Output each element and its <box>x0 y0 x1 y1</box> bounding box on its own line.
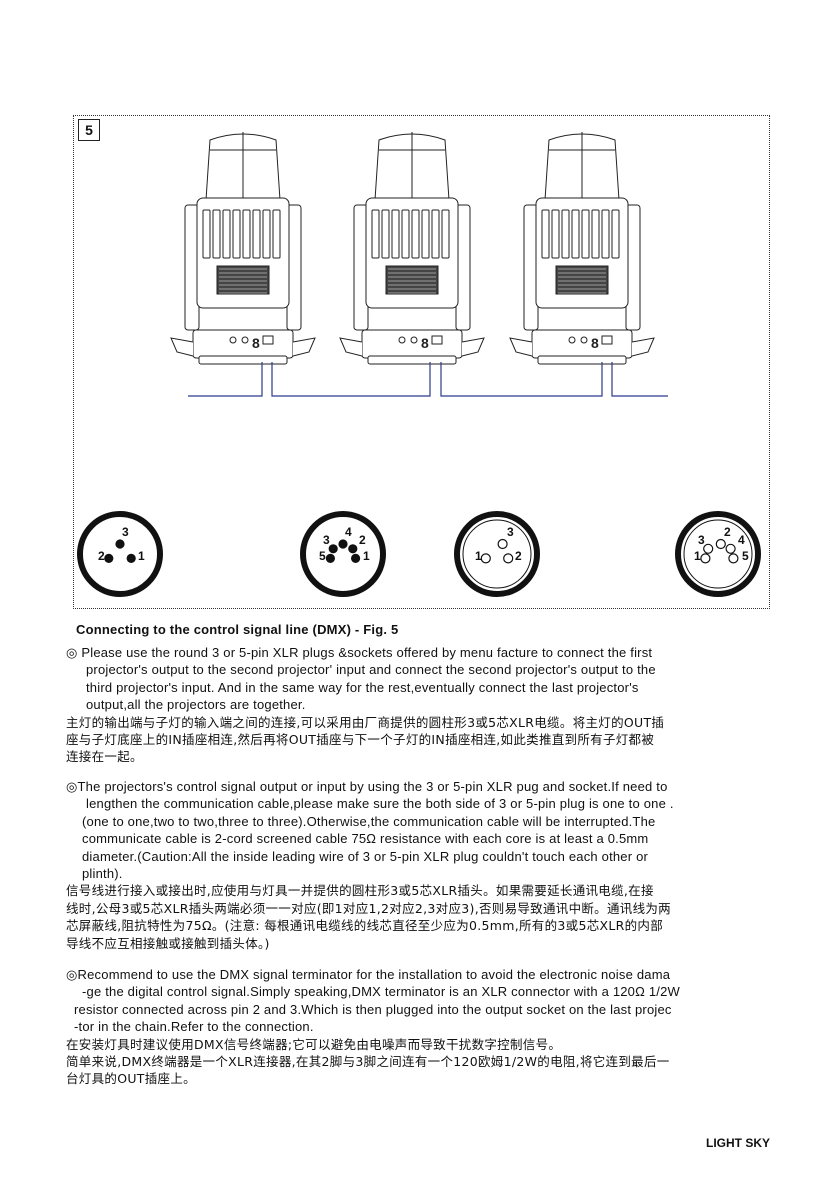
s1-cn-line: 连接在一起。 <box>66 749 143 765</box>
s2-en-line: diameter.(Caution:All the inside leading… <box>82 848 649 864</box>
xlr-connector: 3 1 2 <box>454 511 540 597</box>
s2-cn-line: 线时,公母3或5芯XLR插头两端必须一一对应(即1对应1,2对应2,3对应3),… <box>66 900 671 916</box>
xlr-pin-label: 3 <box>323 533 330 547</box>
xlr-pin <box>703 543 714 554</box>
xlr-pin <box>126 553 136 564</box>
xlr-connector: 2 3 4 1 5 <box>675 511 761 597</box>
moving-head-fixture: 8 <box>339 132 485 365</box>
brand-footer: LIGHT SKY <box>705 1136 770 1150</box>
s3-cn-line: 台灯具的OUT插座上。 <box>66 1071 196 1087</box>
section-1: ◎ Please use the round 3 or 5-pin XLR pl… <box>66 644 776 766</box>
s2-en-line: plinth). <box>82 866 123 882</box>
xlr-pin <box>728 553 739 564</box>
xlr-pin-label: 5 <box>742 549 749 563</box>
xlr-pin-label: 2 <box>98 549 105 563</box>
s2-en-line: ◎The projectors's control signal output … <box>66 779 668 794</box>
xlr-pin <box>115 539 125 549</box>
s3-cn-line: 在安装灯具时建议使用DMX信号终端器;它可以避免由电噪声而导致干扰数字控制信号。 <box>66 1036 562 1052</box>
xlr-pin-label: 3 <box>122 525 129 539</box>
s3-en-line: ◎Recommend to use the DMX signal termina… <box>66 967 671 982</box>
s1-en-line: projector's output to the second project… <box>86 662 656 678</box>
xlr-pin <box>338 539 348 549</box>
xlr-pin-label: 5 <box>319 549 326 563</box>
xlr-pin-label: 1 <box>475 549 482 563</box>
input-cable-left <box>188 362 263 397</box>
xlr-pin <box>348 544 358 554</box>
s2-cn-line: 芯屏蔽线,阻抗特性为75Ω。(注意: 每根通讯电缆线的线芯直径至少应为0.5mm… <box>66 918 664 934</box>
s3-en-line: -ge the digital control signal.Simply sp… <box>82 984 680 1000</box>
s3-en-line: resistor connected across pin 2 and 3.Wh… <box>74 1001 672 1017</box>
xlr-pin <box>328 544 338 554</box>
xlr-pin <box>725 543 736 554</box>
s1-en-line: third projector's input. And in the same… <box>86 679 639 695</box>
s2-en-line: (one to one,two to two,three to three).O… <box>82 813 656 829</box>
s1-cn-line: 主灯的输出端与子灯的输入端之间的连接,可以采用由厂商提供的圆柱形3或5芯XLR电… <box>66 714 665 730</box>
xlr-pin-label: 2 <box>515 549 522 563</box>
xlr-pin-label: 1 <box>694 549 701 563</box>
xlr-pin-label: 1 <box>138 549 145 563</box>
figure-frame <box>73 115 770 609</box>
section-3: ◎Recommend to use the DMX signal termina… <box>66 966 776 1088</box>
section-2: ◎The projectors's control signal output … <box>66 778 776 952</box>
xlr-pin-label: 4 <box>738 533 745 547</box>
s1-cn-line: 座与子灯底座上的IN插座相连,然后再将OUT插座与下一个子灯的IN插座相连,如此… <box>66 732 655 748</box>
xlr-pin <box>503 553 514 564</box>
xlr-pin <box>700 553 711 564</box>
moving-head-fixture: 8 <box>170 132 316 365</box>
link-cable-2 <box>440 362 603 397</box>
xlr-pin <box>325 553 335 564</box>
xlr-pin <box>715 538 726 550</box>
svg-text:8: 8 <box>421 335 429 351</box>
s1-en-line: output,all the projectors are together. <box>86 697 306 713</box>
svg-text:8: 8 <box>252 335 260 351</box>
xlr-pin-label: 4 <box>345 525 352 539</box>
s2-cn-line: 信号线进行接入或接出时,应使用与灯具一并提供的圆柱形3或5芯XLR插头。如果需要… <box>66 883 654 899</box>
s2-en-line: lengthen the communication cable,please … <box>86 796 674 812</box>
xlr-pin-label: 1 <box>363 549 370 563</box>
figure-number: 5 <box>78 119 100 141</box>
xlr-pin-label: 2 <box>724 525 731 539</box>
xlr-pin-label: 3 <box>698 533 705 547</box>
xlr-pin-label: 3 <box>507 525 514 539</box>
svg-text:8: 8 <box>591 335 599 351</box>
xlr-pin <box>104 553 114 564</box>
xlr-pin <box>351 553 361 564</box>
moving-head-fixture: 8 <box>509 132 655 365</box>
s2-en-line: communicate cable is 2-cord screened cab… <box>82 831 649 847</box>
s3-en-line: -tor in the chain.Refer to the connectio… <box>74 1019 314 1035</box>
xlr-pin <box>480 553 491 564</box>
output-cable-right <box>611 362 668 397</box>
section-caption: Connecting to the control signal line (D… <box>76 622 399 637</box>
xlr-connector: 3 2 1 <box>77 511 163 597</box>
s2-cn-line: 导线不应互相接触或接触到插头体。) <box>66 935 270 951</box>
link-cable-1 <box>271 362 431 397</box>
xlr-pin <box>497 538 508 550</box>
s3-cn-line: 简单来说,DMX终端器是一个XLR连接器,在其2脚与3脚之间连有一个120欧姆1… <box>66 1054 670 1070</box>
xlr-pin-label: 2 <box>359 533 366 547</box>
s1-en-line: ◎ Please use the round 3 or 5-pin XLR pl… <box>66 645 653 660</box>
xlr-connector: 4 3 2 5 1 <box>300 511 386 597</box>
